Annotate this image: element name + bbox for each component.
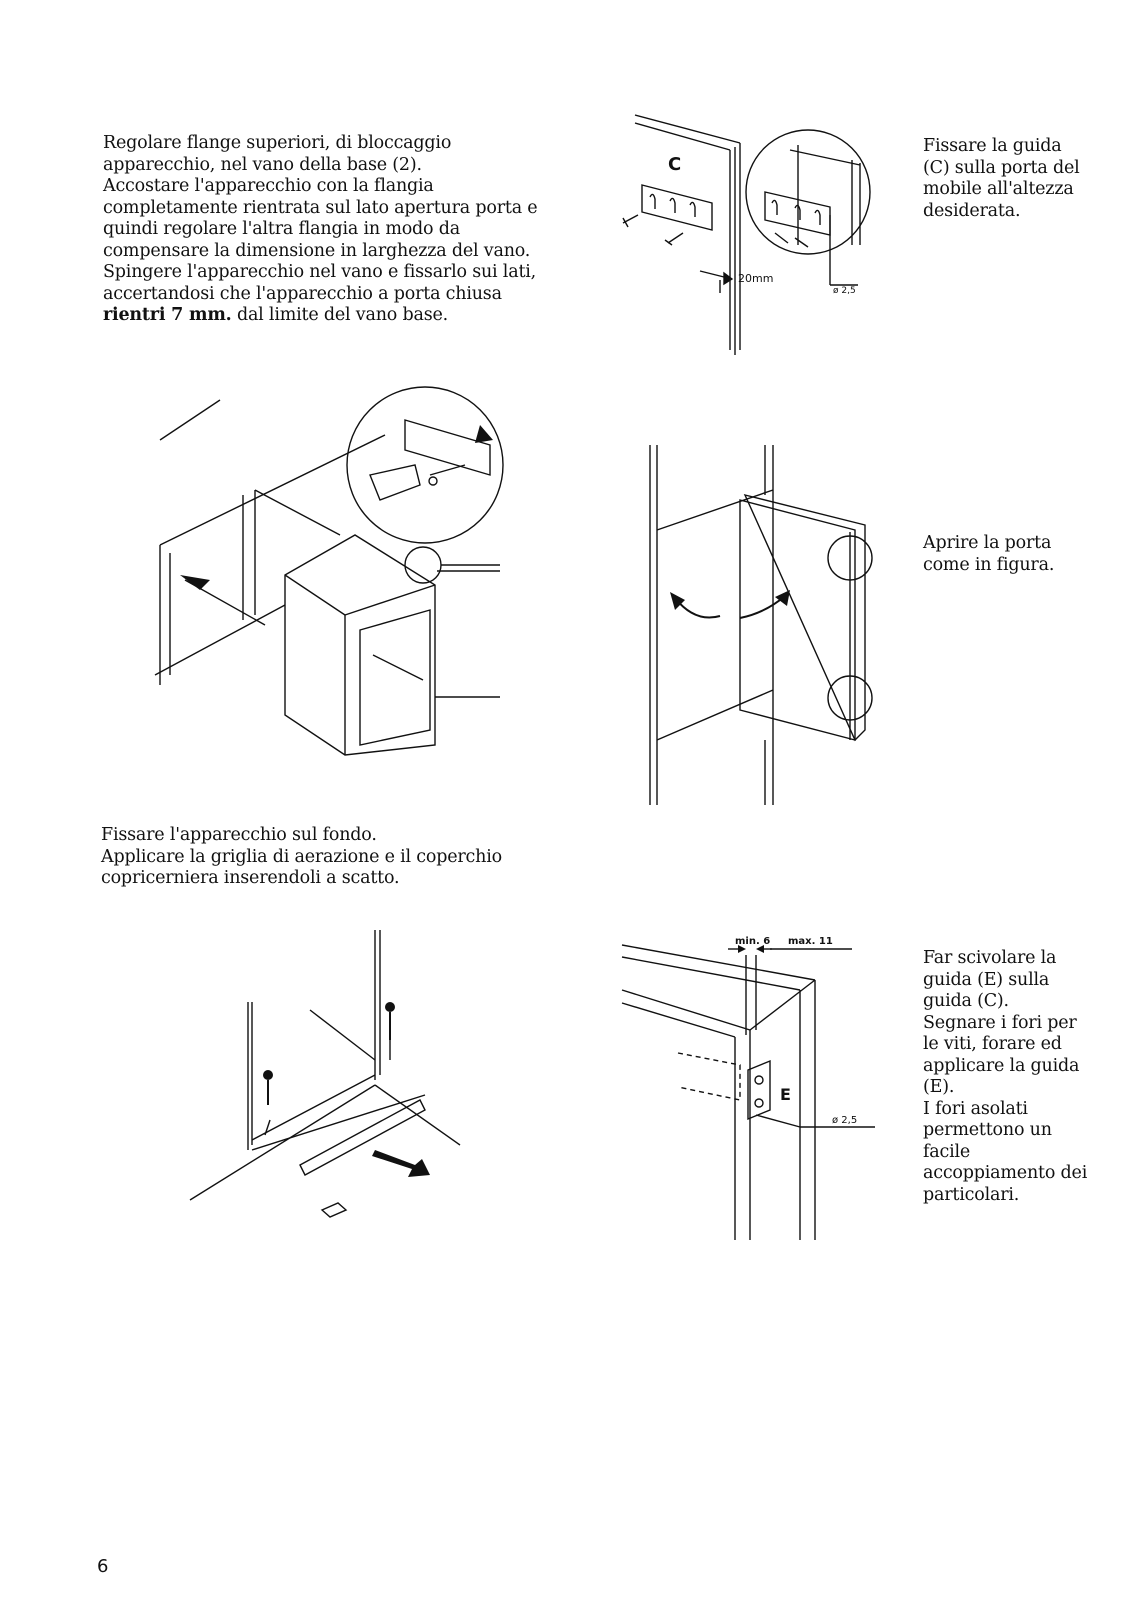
text-line: Applicare la griglia di aerazione e il c…	[101, 846, 502, 867]
text-line: mobile all'altezza	[923, 179, 1074, 199]
text-line: come in figura.	[923, 554, 1055, 575]
text-line: facile	[923, 1141, 971, 1162]
slide-guide-e-instructions: Far scivolare la guida (E) sulla guida (…	[923, 948, 1123, 1206]
screw-icon	[385, 1002, 395, 1012]
gap-dimension-label: 20mm	[738, 272, 773, 285]
text-line: guida (E) sulla	[923, 969, 1050, 990]
text-line: quindi regolare l'altra flangia in modo …	[103, 219, 460, 239]
text-line: permettono un	[923, 1120, 1052, 1140]
text-line: compensare la dimensione in larghezza de…	[103, 240, 531, 261]
text-line: Fissare la guida	[923, 136, 1062, 156]
text-line: I fori asolati	[923, 1098, 1028, 1119]
guide-e-figure: min. 6 max. 11 E ø 2,5	[620, 936, 910, 1245]
text-line: accoppiamento dei	[923, 1163, 1088, 1183]
text-line: apparecchio, nel vano della base (2).	[103, 154, 422, 175]
text-line-rest: dal limite del vano base.	[231, 305, 449, 325]
text-line: completamente rientrata sul lato apertur…	[103, 197, 538, 218]
adjust-arrow-icon	[475, 425, 493, 443]
open-door-instructions: Aprire la porta come in figura.	[923, 533, 1123, 576]
text-line: desiderata.	[923, 200, 1021, 221]
text-line: particolari.	[923, 1184, 1020, 1205]
text-line: applicare la guida	[923, 1055, 1080, 1076]
text-line: accertandosi che l'apparecchio a porta c…	[103, 283, 502, 304]
text-line: Accostare l'apparecchio con la flangia	[103, 176, 434, 196]
text-line: copricerniera inserendoli a scatto.	[101, 868, 400, 888]
text-line: (E).	[923, 1077, 955, 1097]
text-line: Spingere l'apparecchio nel vano e fissar…	[103, 262, 537, 282]
text-line: Segnare i fori per	[923, 1012, 1077, 1033]
page-number: 6	[97, 1556, 109, 1577]
hinge-cover-icon	[322, 1203, 346, 1217]
text-line: (C) sulla porta del	[923, 157, 1080, 178]
text-line: le viti, forare ed	[923, 1034, 1062, 1054]
fix-bottom-instructions: Fissare l'apparecchio sul fondo. Applica…	[101, 825, 571, 890]
fix-guide-c-instructions: Fissare la guida (C) sulla porta del mob…	[923, 136, 1123, 222]
guide-c-figure: C 20mm ø 2,5	[620, 105, 910, 370]
bold-measure: rientri 7 mm.	[103, 305, 232, 325]
appliance-insertion-figure	[155, 395, 510, 765]
hole-dimension-label: ø 2,5	[832, 1115, 857, 1126]
text-line: rientri 7 mm. dal limite del vano base.	[103, 305, 573, 327]
min-dimension-label: min. 6	[735, 936, 770, 947]
text-line: guida (C).	[923, 991, 1009, 1011]
guide-e-label: E	[780, 1085, 791, 1104]
max-dimension-label: max. 11	[788, 936, 833, 947]
open-door-figure	[645, 440, 900, 810]
hole-dimension-label: ø 2,5	[833, 286, 856, 296]
screw-icon	[263, 1070, 273, 1080]
push-arrow-icon	[180, 575, 210, 590]
text-line: Fissare l'apparecchio sul fondo.	[101, 825, 377, 845]
guide-c-label: C	[668, 154, 681, 175]
push-arrow-icon	[372, 1150, 430, 1177]
floor-fixing-figure	[190, 925, 485, 1225]
adjust-flanges-instructions: Regolare flange superiori, di bloccaggio…	[103, 133, 573, 327]
text-line: Aprire la porta	[923, 533, 1052, 553]
text-line: Far scivolare la	[923, 948, 1057, 968]
text-line: Regolare flange superiori, di bloccaggio	[103, 133, 452, 153]
